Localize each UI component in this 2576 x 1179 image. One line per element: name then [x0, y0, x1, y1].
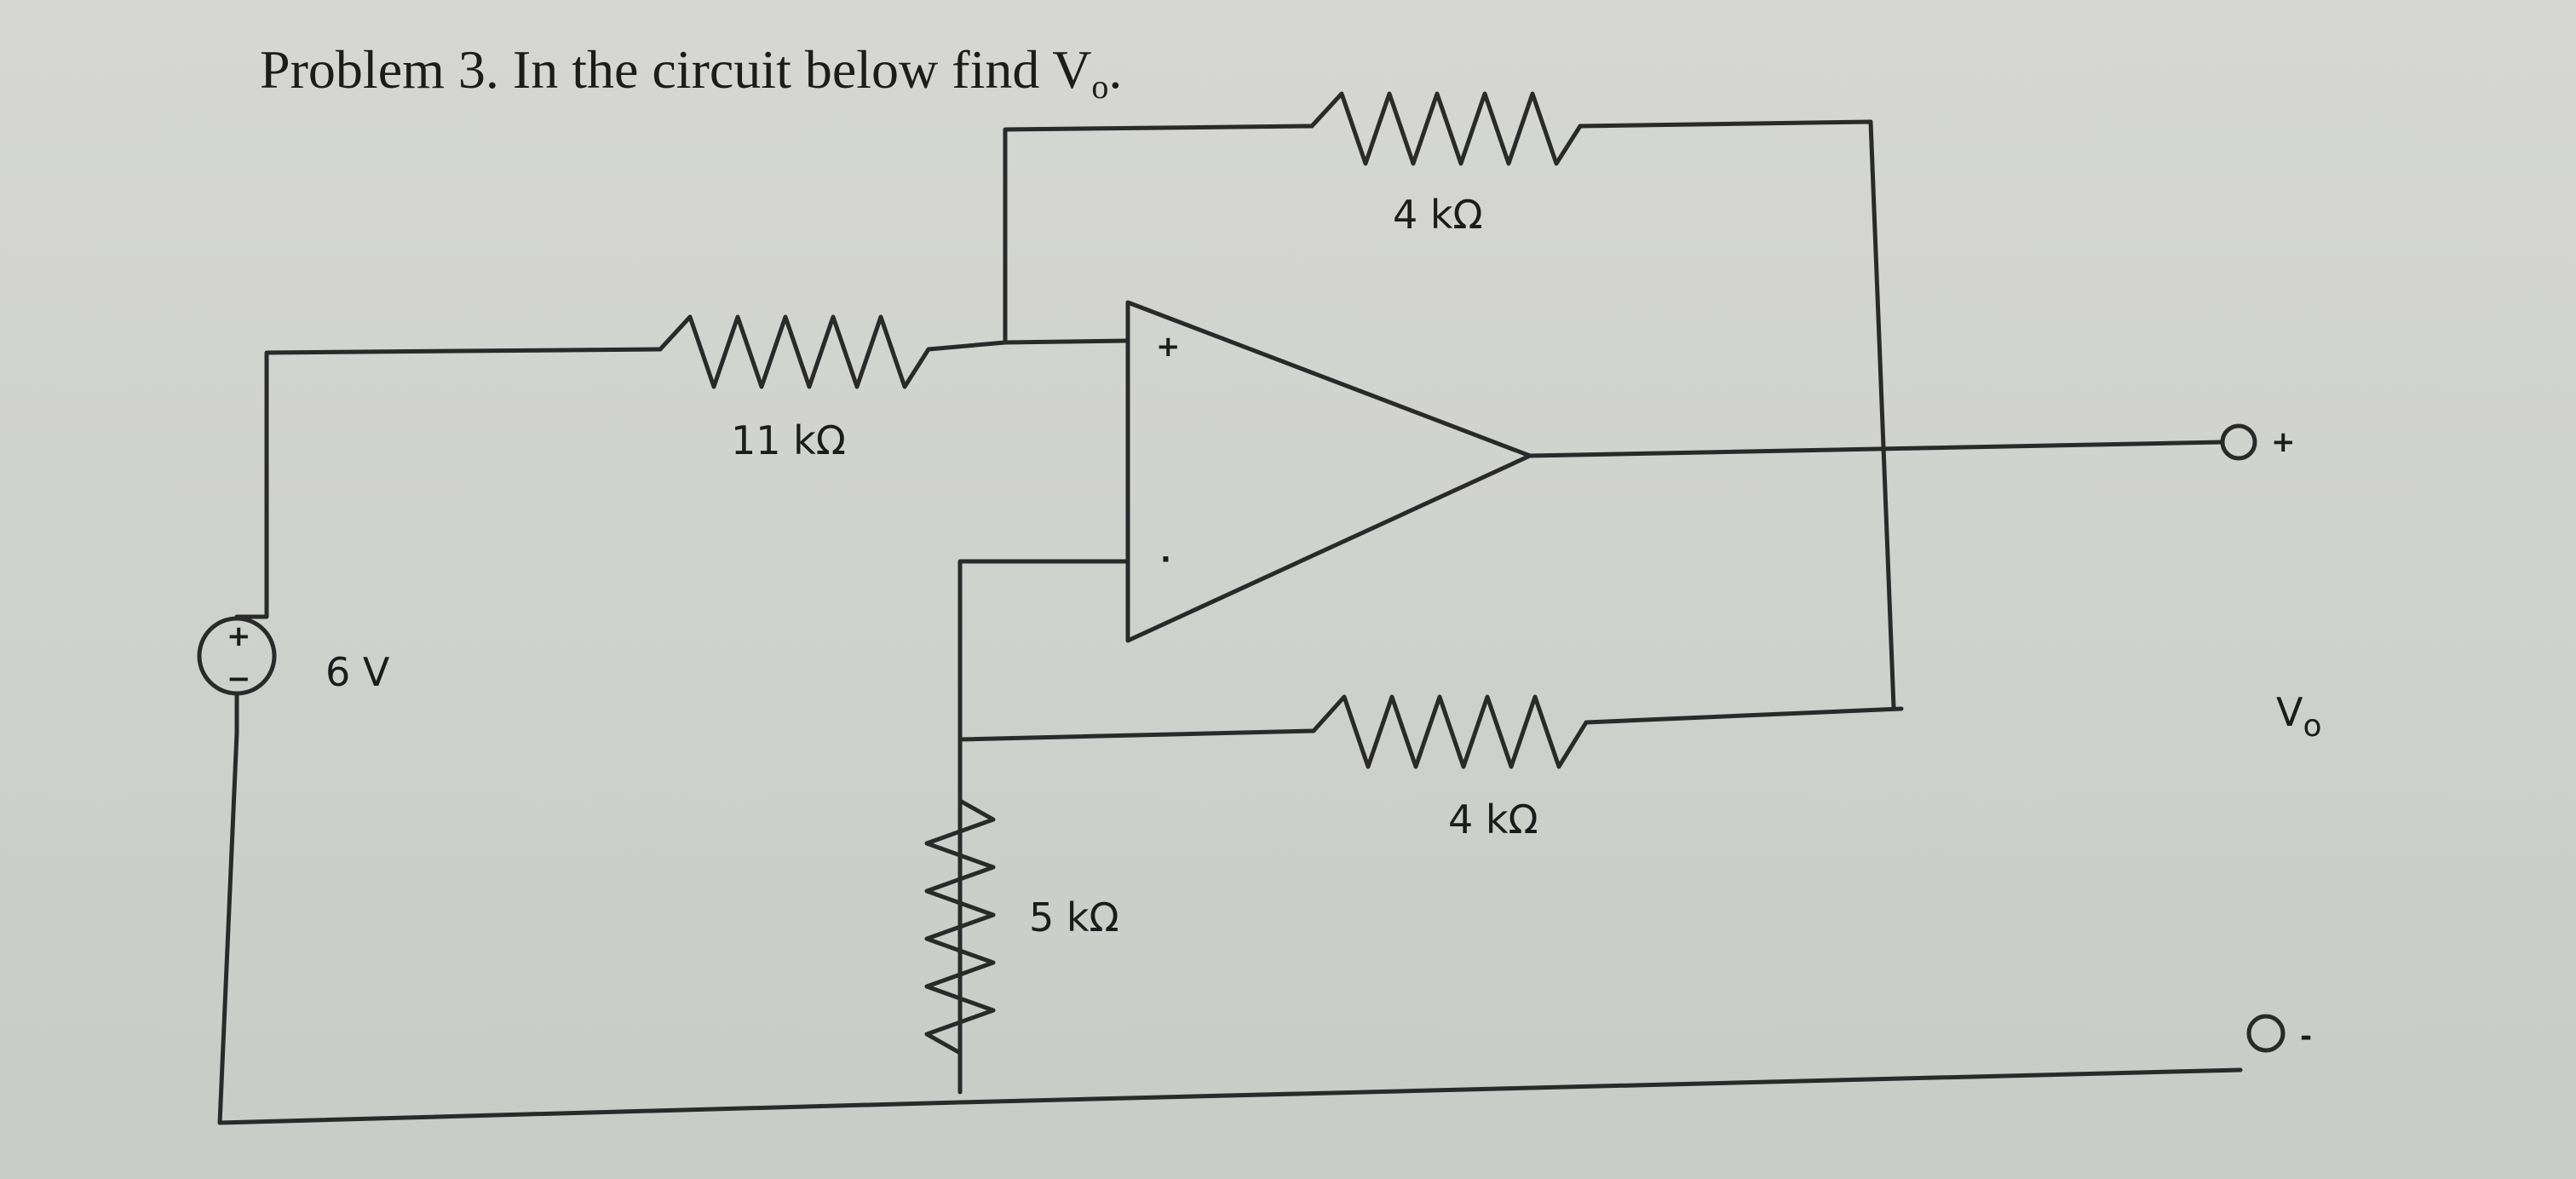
output-terminal-plus — [2220, 423, 2257, 461]
output-voltage-subscript: o — [2303, 709, 2321, 744]
problem-title: Problem 3. In the circuit below find Vo. — [260, 39, 1122, 106]
source-plus-sign: + — [227, 619, 251, 653]
output-minus-sign: - — [2300, 1020, 2312, 1054]
voltage-source — [197, 616, 277, 696]
wire-source-bottom — [217, 692, 963, 1125]
wire-top-node-up — [1003, 124, 1314, 345]
wire-top-feedback-right — [1578, 119, 1896, 710]
wire-bottom-feedback-right — [1584, 706, 1904, 725]
output-plus-sign: + — [2271, 425, 2296, 459]
resistor-4k-bottom — [1311, 694, 1589, 769]
opamp-inverting-sign: · — [1160, 543, 1171, 577]
resistor-4k-bottom-label: 4 kΩ — [1448, 797, 1538, 843]
output-terminal-minus — [2246, 1014, 2286, 1053]
resistor-4k-top — [1309, 91, 1583, 166]
wire-to-noninverting — [926, 338, 1129, 352]
output-voltage-label: Vo — [2276, 689, 2322, 744]
resistor-4k-top-label: 4 kΩ — [1393, 192, 1483, 238]
resistor-5k — [924, 798, 996, 1055]
wire-ground-rail — [957, 1067, 2243, 1105]
wire-source-top — [234, 347, 663, 619]
opamp-triangle — [1125, 300, 1532, 643]
opamp-noninverting-sign: + — [1156, 330, 1181, 364]
wire-to-bottom-feedback — [957, 728, 1316, 742]
resistor-11k-label: 11 kΩ — [731, 417, 846, 463]
source-label: 6 V — [325, 649, 390, 695]
resistor-5k-label: 5 kΩ — [1029, 894, 1119, 940]
resistor-11k — [658, 314, 931, 389]
wire-inverting-input — [957, 559, 1130, 1095]
title-subscript: o — [1091, 67, 1108, 106]
title-period: . — [1108, 39, 1122, 100]
source-minus-sign: − — [227, 662, 251, 696]
wire-output — [1527, 440, 2224, 458]
